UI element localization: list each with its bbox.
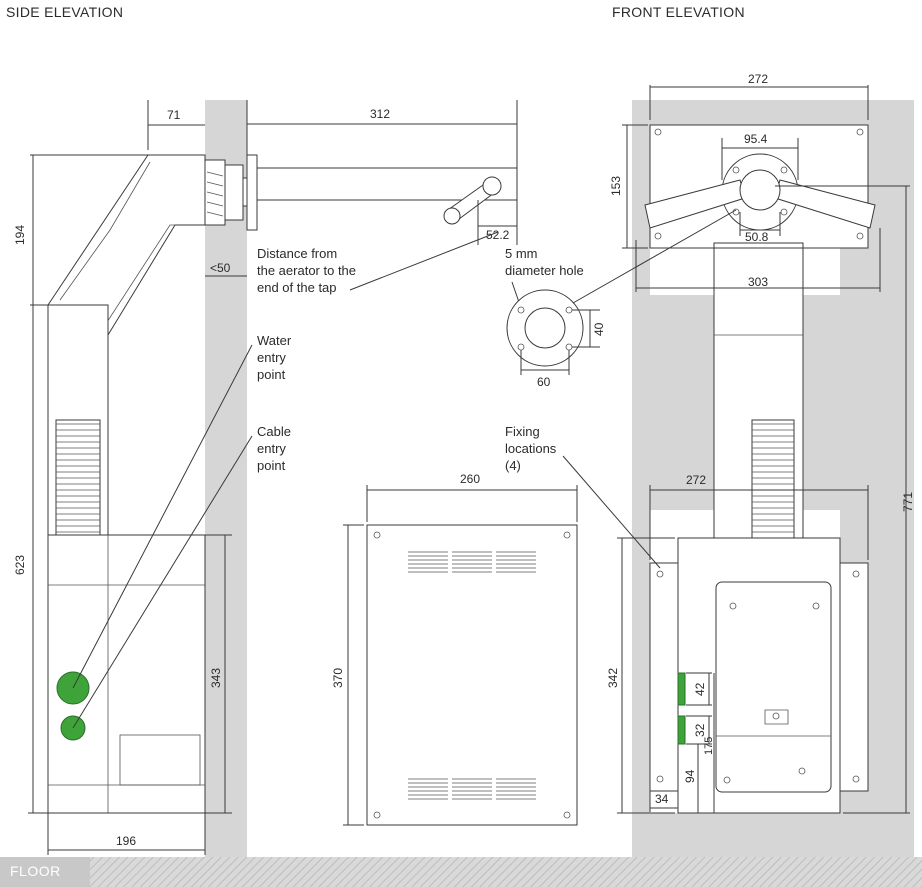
front-water-entry-marker: [677, 672, 686, 706]
dim-312: 312: [370, 107, 390, 121]
callout-hole-line-1: 5 mm: [505, 246, 538, 261]
wall-panel-outline: [366, 524, 578, 826]
callout-aerator-line-1: Distance from: [257, 246, 337, 261]
wall-panel-vent-top: [408, 551, 536, 573]
callout-fixing-line-2: locations: [505, 441, 557, 456]
side-elevation-heading: SIDE ELEVATION: [6, 4, 123, 20]
callout-hole-line-2: diameter hole: [505, 263, 584, 278]
front-elevation-heading: FRONT ELEVATION: [612, 4, 745, 20]
callout-water-line-3: point: [257, 367, 286, 382]
mounting-plate-detail: 5 mm diameter hole 40 60: [505, 246, 606, 389]
callout-water-line-2: entry: [257, 350, 286, 365]
plate-inner: [524, 307, 566, 349]
dim-34: 34: [655, 792, 669, 806]
dim-260: 260: [460, 472, 480, 486]
dim-303: 303: [748, 275, 768, 289]
dim-153: 153: [609, 176, 623, 196]
dim-71: 71: [167, 108, 181, 122]
dim-623: 623: [13, 555, 27, 575]
dim-94: 94: [683, 769, 697, 783]
dim-272-mid: 272: [686, 473, 706, 487]
floor-band: [0, 857, 922, 887]
callout-cable-line-2: entry: [257, 441, 286, 456]
dim-343: 343: [209, 668, 223, 688]
dim-95-4: 95.4: [744, 132, 768, 146]
front-cable-entry-marker: [677, 715, 686, 745]
callout-fixing-line-3: (4): [505, 458, 521, 473]
callout-cable-line-1: Cable: [257, 424, 291, 439]
floor-label: FLOOR: [10, 863, 61, 879]
dim-196: 196: [116, 834, 136, 848]
dim-lt-50: <50: [210, 261, 231, 275]
callout-cable-line-3: point: [257, 458, 286, 473]
dim-60: 60: [537, 375, 551, 389]
dim-771: 771: [901, 492, 915, 512]
dim-370: 370: [331, 668, 345, 688]
dim-342: 342: [606, 668, 620, 688]
dim-175: 175: [703, 737, 715, 755]
dim-32: 32: [693, 723, 707, 737]
callout-aerator-line-3: end of the tap: [257, 280, 337, 295]
dim-42: 42: [693, 682, 707, 696]
wall-panel: 260 370: [331, 472, 578, 826]
callout-aerator-line-2: the aerator to the: [257, 263, 356, 278]
dim-40: 40: [592, 322, 606, 336]
side-elevation: 71 312 52.2 194 <50 623 343 196: [13, 100, 518, 857]
callout-water-line-1: Water: [257, 333, 292, 348]
callout-fixing-line-1: Fixing: [505, 424, 540, 439]
front-elevation: 272 95.4 153 50.8 303 771 272 Fixing: [505, 72, 915, 857]
floor-label-box: [0, 857, 90, 887]
wall-panel-vent-bottom: [408, 778, 536, 800]
dim-52-2: 52.2: [486, 228, 510, 242]
dim-50-8: 50.8: [745, 230, 769, 244]
dim-194: 194: [13, 225, 27, 245]
dim-272-top: 272: [748, 72, 768, 86]
